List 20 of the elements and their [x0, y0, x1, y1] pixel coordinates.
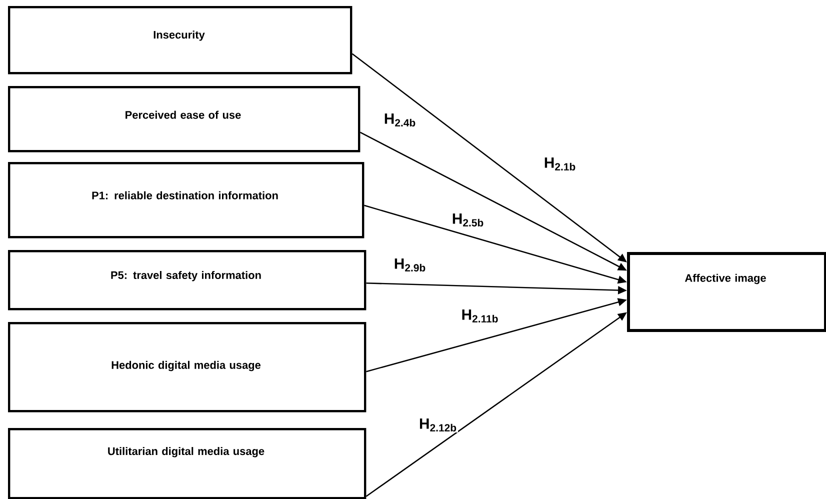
box-label: Insecurity — [154, 30, 205, 41]
box-label: Hedonic digital media usage — [112, 360, 261, 372]
box-label: Utilitarian digital media usage — [108, 447, 264, 458]
box-label: Affective image — [684, 274, 766, 284]
factor-box — [8, 162, 364, 238]
edge-label: H$_{2.4b}$ — [384, 114, 416, 127]
edge-label: H$_{2.9b}$ — [394, 258, 426, 272]
box-label: Perceived ease of use — [126, 110, 241, 119]
factor-box — [8, 250, 366, 310]
factor-box — [8, 6, 352, 74]
box-label: P5: travel safety information — [111, 271, 261, 282]
edge-label: H$_{2.11b}$ — [462, 310, 498, 323]
edge-label: H$_{2.12b}$ — [420, 418, 456, 432]
edge-label: H$_{2.1b}$ — [544, 158, 576, 171]
factor-box — [8, 86, 360, 152]
factor-box — [8, 428, 366, 499]
edge-label: H$_{2.5b}$ — [452, 214, 484, 227]
outcome-box — [627, 252, 826, 332]
box-label: P1: reliable destination information — [92, 191, 278, 200]
factor-box — [8, 322, 366, 412]
